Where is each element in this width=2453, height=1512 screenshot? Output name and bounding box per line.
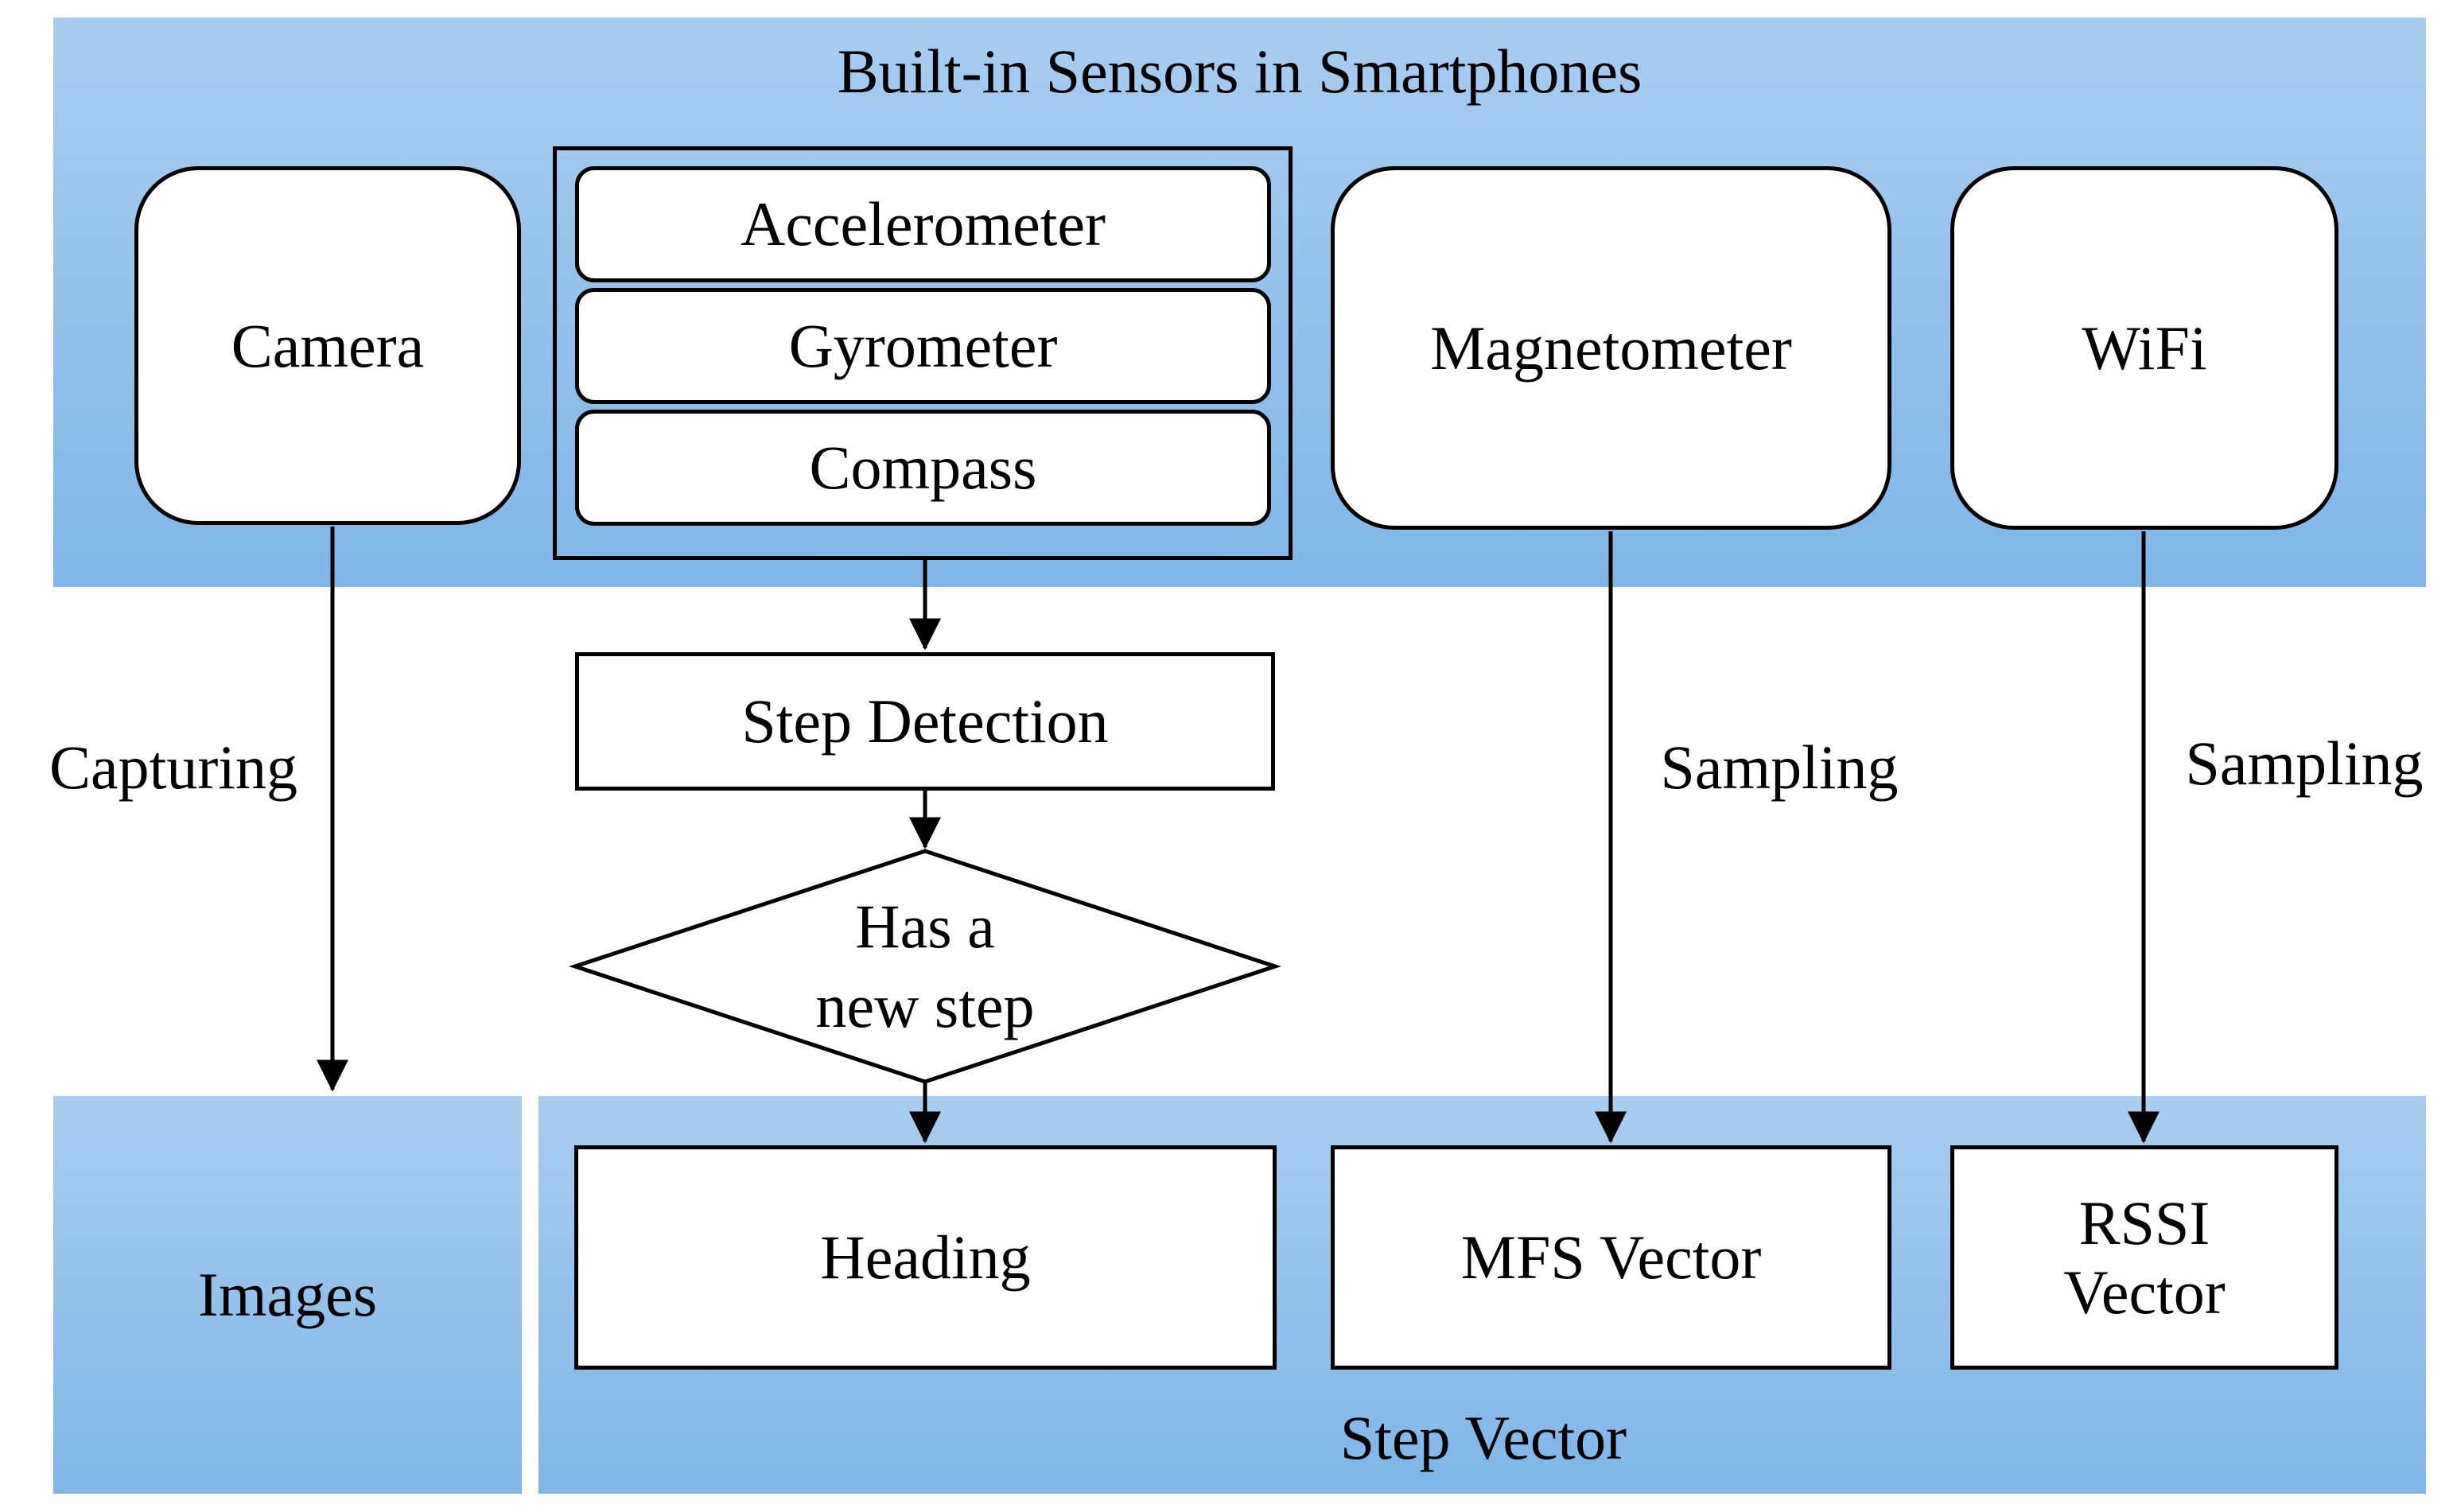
rssi-vector-node: RSSI Vector <box>1950 1145 2338 1370</box>
edge-label-capturing: Capturing <box>49 733 297 802</box>
edge-label-sampling-wifi: Sampling <box>2185 729 2424 798</box>
wifi-node: WiFi <box>1950 166 2338 530</box>
step-detection-node: Step Detection <box>575 652 1275 791</box>
decision-label-line2: new step <box>815 971 1035 1040</box>
mfs-vector-node: MFS Vector <box>1331 1145 1891 1370</box>
gyrometer-node: Gyrometer <box>575 288 1271 404</box>
step-vector-label: Step Vector <box>1339 1403 1627 1472</box>
rssi-vector-line1: RSSI <box>2078 1187 2210 1257</box>
imu-group <box>553 146 1293 560</box>
heading-node: Heading <box>574 1145 1277 1370</box>
sensors-panel-title: Built-in Sensors in Smartphones <box>837 37 1642 106</box>
decision-label-line1: Has a <box>855 892 995 961</box>
images-panel: Images <box>53 1096 522 1494</box>
accelerometer-node: Accelerometer <box>575 166 1271 282</box>
compass-node: Compass <box>575 410 1271 526</box>
edge-label-sampling-magnetometer: Sampling <box>1660 733 1899 802</box>
rssi-vector-line2: Vector <box>2063 1257 2226 1327</box>
camera-node: Camera <box>134 166 521 525</box>
magnetometer-node: Magnetometer <box>1331 166 1891 530</box>
